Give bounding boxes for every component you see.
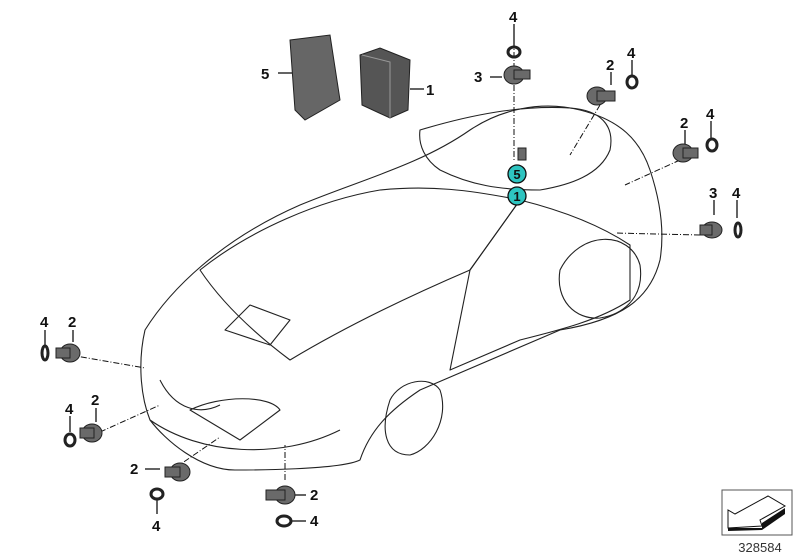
reference-number: 328584 xyxy=(738,540,781,555)
label-rear-top-ring: 4 xyxy=(509,9,518,26)
pdc-sensor-parts xyxy=(55,65,723,505)
direction-arrow-icon xyxy=(721,489,793,536)
label-control-unit: 1 xyxy=(426,82,434,99)
label-front-bottom-sensor: 2 xyxy=(310,487,318,504)
label-rear-side-sensor: 3 xyxy=(709,185,717,202)
label-rear-right-sensor-a: 2 xyxy=(606,57,614,74)
label-rear-side-ring: 4 xyxy=(732,185,741,202)
label-front-left-ring-b: 4 xyxy=(65,401,74,418)
control-unit-part xyxy=(359,47,411,119)
callout-1: 1 xyxy=(507,186,527,206)
svg-text:5: 5 xyxy=(513,167,520,182)
module-bracket-part xyxy=(289,34,341,121)
leader-lines xyxy=(44,24,738,522)
callout-5: 5 xyxy=(507,164,527,184)
car-body-outline xyxy=(140,105,663,471)
label-module-bracket: 5 xyxy=(261,66,269,83)
label-front-left-sensor-b: 2 xyxy=(91,392,99,409)
label-rear-right-ring-b: 4 xyxy=(706,106,715,123)
label-rear-right-sensor-b: 2 xyxy=(680,115,688,132)
label-front-center-ring: 4 xyxy=(152,518,161,535)
sealing-rings xyxy=(40,45,743,528)
svg-text:1: 1 xyxy=(513,189,520,204)
label-rear-top-sensor: 3 xyxy=(474,69,482,86)
label-front-center-sensor: 2 xyxy=(130,461,138,478)
label-front-left-ring-a: 4 xyxy=(40,314,49,331)
label-front-bottom-ring: 4 xyxy=(310,513,319,530)
label-rear-right-ring-a: 4 xyxy=(627,45,636,62)
label-front-left-sensor-a: 2 xyxy=(68,314,76,331)
